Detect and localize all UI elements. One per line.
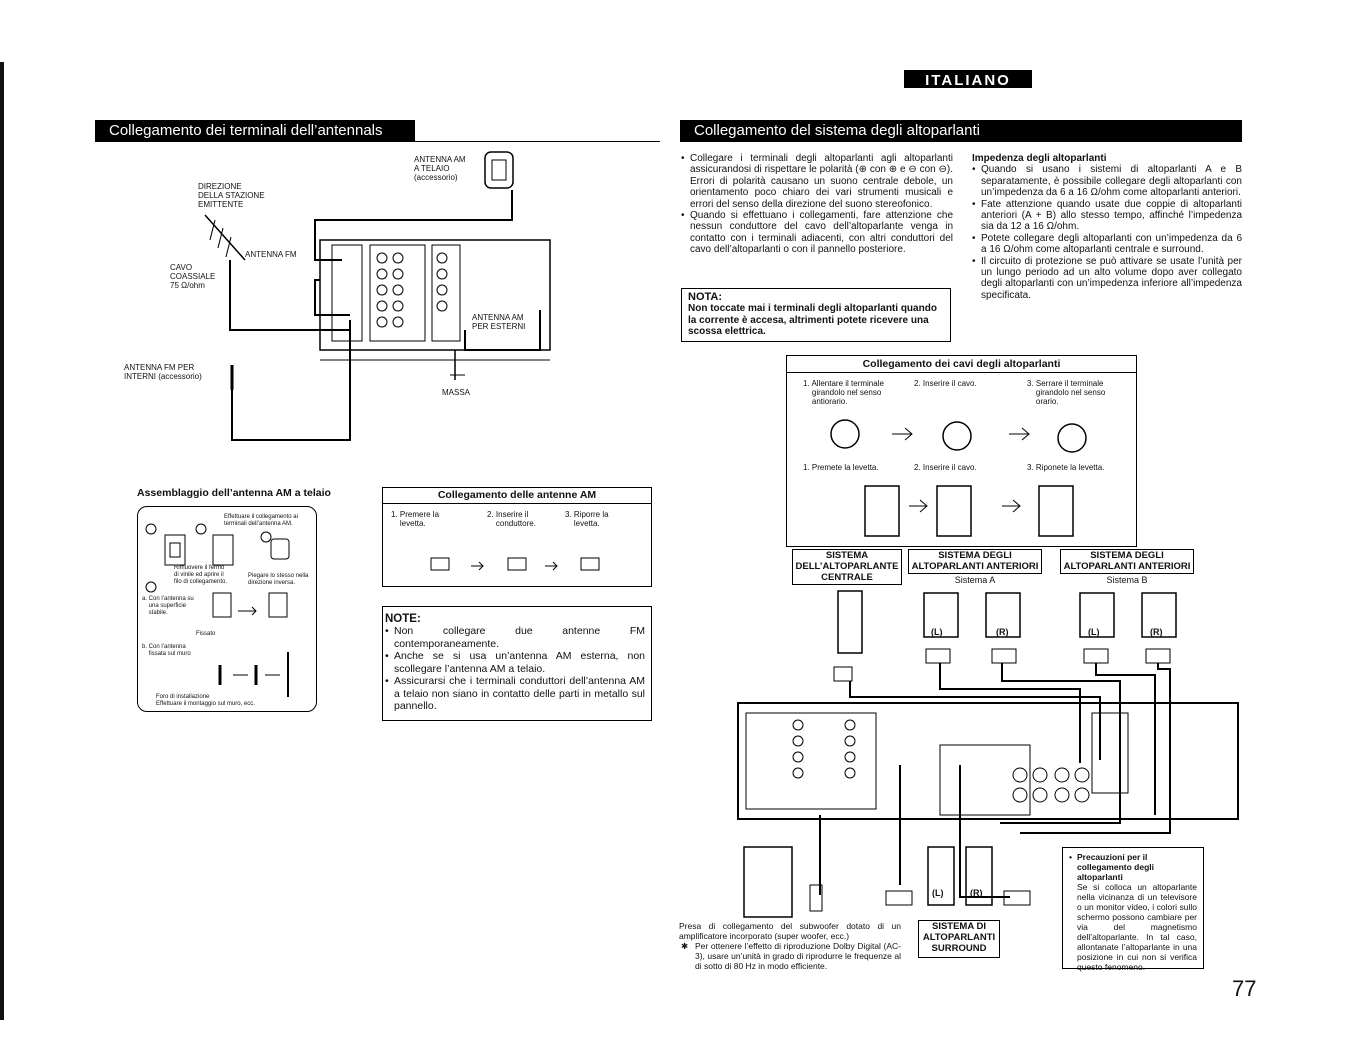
- right-section-title-bar-extension: [1020, 120, 1242, 142]
- precautions-text: Se si colloca un altoparlante nella vici…: [1077, 882, 1197, 972]
- label-system-b: Sistema B: [1106, 575, 1148, 585]
- am-remove-label: Rimuovere il fermo di vinile ed aprire i…: [174, 565, 228, 585]
- label-direzione: DIREZIONE DELLA STAZIONE EMITTENTE: [198, 182, 265, 209]
- label-centrale: SISTEMA DELL’ALTOPARLANTE CENTRALE: [792, 549, 902, 585]
- label-antenna-fm-interni: ANTENNA FM PER INTERNI (accessorio): [124, 363, 202, 381]
- am-assembly-title: Assemblaggio dell’antenna AM a telaio: [137, 487, 331, 499]
- left-section-rule: [415, 141, 660, 142]
- impedance-item: Potete collegare degli altoparlanti con …: [972, 233, 1242, 256]
- am-step-connect: Effettuare il collegamento ai terminali …: [224, 514, 298, 527]
- page-number: 77: [1232, 976, 1257, 1001]
- speaker-bullets: Collegare i terminali degli altoparlanti…: [681, 153, 953, 256]
- label-antenna-am-esterni: ANTENNA AM PER ESTERNI: [472, 313, 526, 331]
- am-assembly-illustration: [145, 523, 290, 697]
- bullet-icon: •: [1069, 852, 1072, 862]
- page-edge: [0, 62, 4, 1020]
- am-connection-illustration: [430, 557, 600, 571]
- note-item: Anche se si usa un’antenna AM esterna, n…: [385, 650, 645, 675]
- cable-step-3a: 3. Serrare il terminale girandolo nel se…: [1027, 379, 1106, 406]
- nota-text: Non toccate mai i terminali degli altopa…: [688, 303, 937, 337]
- speaker-connection-diagram: [737, 590, 1239, 918]
- nota-box: NOTA: Non toccate mai i terminali degli …: [681, 288, 951, 342]
- left-section-title: Collegamento dei terminali dell’antennal…: [95, 120, 415, 142]
- cable-box-title: Collegamento dei cavi degli altoparlanti: [787, 356, 1136, 373]
- impedance-item: Quando si usano i sistemi di altoparlant…: [972, 164, 1242, 198]
- am-fissato: Fissato: [196, 631, 216, 637]
- precautions-title-row: • Precauzioni per il collegamento degli a…: [1069, 852, 1197, 882]
- am-bend-label: Piegare lo stesso nella direzione invers…: [248, 573, 309, 586]
- note-item: Non collegare due antenne FM contemporan…: [385, 625, 645, 650]
- label-front-a-left: (L): [931, 627, 943, 637]
- speaker-bullet: Quando si effettuano i collegamenti, far…: [681, 210, 953, 256]
- subwoofer-note: Presa di collegamento del subwoofer dota…: [679, 921, 901, 971]
- label-surround: SISTEMA DI ALTOPARLANTI SURROUND: [918, 920, 1000, 958]
- am-connection-step1: 1. Premere la levetta.: [391, 510, 440, 528]
- impedance-section: Impedenza degli altoparlanti Quando si u…: [972, 153, 1242, 301]
- precautions-title: Precauzioni per il collegamento degli al…: [1077, 852, 1154, 882]
- cable-connection-illustration: [830, 419, 1087, 537]
- note-box: NOTE: Non collegare due antenne FM conte…: [382, 606, 652, 721]
- subwoofer-text: Presa di collegamento del subwoofer dota…: [679, 921, 901, 941]
- star-icon: ✱: [681, 941, 689, 951]
- am-connection-step3: 3. Riporre la levetta.: [565, 510, 609, 528]
- note-item: Assicurarsi che i terminali conduttori d…: [385, 675, 645, 713]
- label-front-a-right: (R): [996, 627, 1009, 637]
- label-antenna-fm: ANTENNA FM: [245, 250, 297, 259]
- note-title: NOTE:: [385, 613, 421, 625]
- label-front-b-left: (L): [1088, 627, 1100, 637]
- label-system-a: Sistema A: [954, 575, 996, 585]
- am-connection-box: Collegamento delle antenne AM 1. Premere…: [382, 487, 652, 587]
- label-surround-right: (R): [970, 888, 983, 898]
- cable-step-2a: 2. Inserire il cavo.: [914, 379, 977, 388]
- label-massa: MASSA: [442, 388, 471, 397]
- label-front-b-right: (R): [1150, 627, 1163, 637]
- label-anteriori-b: SISTEMA DEGLI ALTOPARLANTI ANTERIORI: [1060, 549, 1194, 574]
- impedance-item: Il circuito di protezione se può attivar…: [972, 256, 1242, 302]
- language-tab: ITALIANO: [904, 70, 1032, 88]
- cable-step-1a: 1. Allentare il terminale girandolo nel …: [803, 379, 884, 406]
- label-cavo-coassiale: CAVO COASSIALE 75 Ω/ohm: [170, 263, 216, 290]
- right-section-title: Collegamento del sistema degli altoparla…: [680, 120, 1020, 142]
- impedance-title: Impedenza degli altoparlanti: [972, 153, 1107, 164]
- cable-step-2b: 2. Inserire il cavo.: [914, 463, 977, 472]
- nota-title: NOTA:: [688, 291, 723, 303]
- am-option-b: b. Con l’antenna fissata sul muro: [142, 644, 191, 657]
- impedance-item: Fate attenzione quando usate due coppie …: [972, 199, 1242, 233]
- am-option-a: a. Con l’antenna su una superficie stabi…: [142, 596, 194, 616]
- precautions-box: • Precauzioni per il collegamento degli a…: [1062, 847, 1204, 972]
- cable-step-1b: 1. Premete la levetta.: [803, 463, 879, 472]
- am-connection-step2: 2. Inserire il conduttore.: [487, 510, 536, 528]
- am-connection-title: Collegamento delle antenne AM: [383, 488, 651, 504]
- speaker-bullet: Collegare i terminali degli altoparlanti…: [681, 153, 953, 210]
- impedance-list: Quando si usano i sistemi di altoparlant…: [972, 164, 1242, 301]
- note-list: Non collegare due antenne FM contemporan…: [385, 625, 645, 713]
- label-antenna-am-telaio: ANTENNA AM A TELAIO (accessorio): [414, 155, 466, 182]
- subwoofer-star-text: Per ottenere l’effetto di riproduzione D…: [695, 941, 901, 971]
- label-anteriori-a: SISTEMA DEGLI ALTOPARLANTI ANTERIORI: [908, 549, 1042, 574]
- antenna-connection-diagram: [204, 151, 551, 441]
- subwoofer-star-note: ✱ Per ottenere l’effetto di riproduzione …: [679, 941, 901, 971]
- am-assembly-box: Effettuare il collegamento ai terminali …: [137, 506, 317, 712]
- cable-connection-box: Collegamento dei cavi degli altoparlanti…: [786, 355, 1137, 547]
- label-surround-left: (L): [932, 888, 944, 898]
- cable-step-3b: 3. Riponete la levetta.: [1027, 463, 1105, 472]
- am-foro: Foro di installazione Effettuare il mont…: [156, 694, 255, 707]
